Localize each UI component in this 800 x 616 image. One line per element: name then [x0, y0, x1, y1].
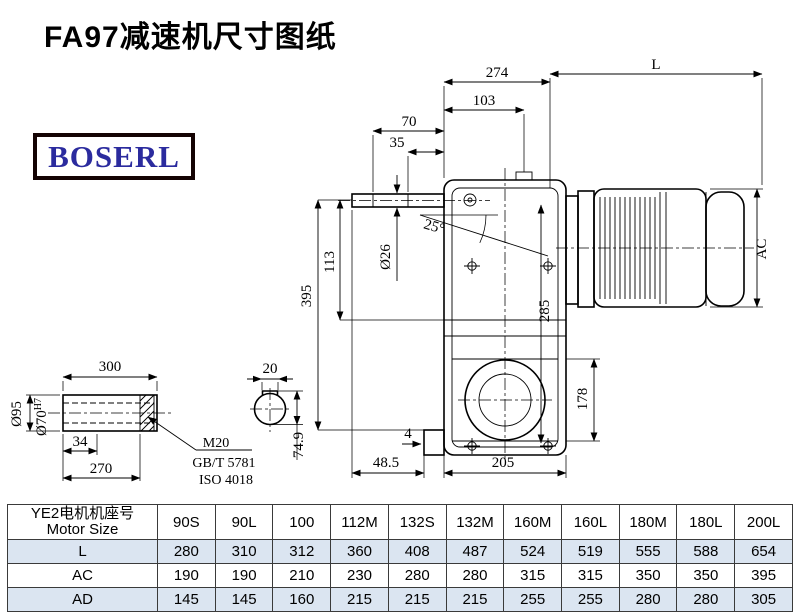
cell: 519	[561, 539, 620, 564]
dim-300-label: 300	[99, 359, 122, 375]
dim-285-label: 285	[537, 300, 553, 323]
motor-size-header-cn: YE2电机机座号	[30, 505, 135, 522]
cell: 360	[330, 539, 389, 564]
cell: 160	[272, 587, 332, 612]
keyway-section-view: 20 74.9	[247, 361, 307, 460]
cell: 255	[561, 587, 620, 612]
col-header: 160L	[561, 504, 620, 540]
row-label: AC	[7, 563, 158, 588]
dim-74-9-label: 74.9	[291, 432, 307, 458]
cell: 305	[734, 587, 793, 612]
dim-103-label: 103	[473, 93, 496, 109]
extension-lines	[318, 78, 763, 478]
centerlines	[338, 168, 754, 462]
std-iso-label: ISO 4018	[199, 473, 253, 488]
table-row-AC: AC 190 190 210 230 280 280 315 315 350 3…	[7, 563, 793, 588]
cell: 280	[676, 587, 736, 612]
dimension-table: YE2电机机座号 Motor Size 90S 90L 100 112M 132…	[7, 504, 793, 612]
dim-AC-label: AC	[754, 239, 770, 260]
col-header: 112M	[330, 504, 389, 540]
dim-205-label: 205	[492, 455, 515, 471]
col-header: 132M	[445, 504, 505, 540]
cell: 524	[503, 539, 563, 564]
dim-113-label: 113	[322, 251, 338, 273]
cell: 654	[734, 539, 793, 564]
row-label: AD	[7, 587, 158, 612]
motor-size-header: YE2电机机座号 Motor Size	[7, 504, 158, 540]
page-title: FA97减速机尺寸图纸	[44, 21, 337, 54]
dim-48-5-label: 48.5	[373, 455, 399, 471]
col-header: 160M	[503, 504, 563, 540]
dim-20-label: 20	[263, 361, 278, 377]
cell: 350	[618, 563, 678, 588]
cell: 280	[387, 563, 447, 588]
technical-drawing: 274 L 103 70 35 25° Ø26 113 395 285 178 …	[9, 57, 770, 488]
cell: 190	[157, 563, 216, 588]
table-header-row: YE2电机机座号 Motor Size 90S 90L 100 112M 132…	[7, 504, 793, 540]
dim-dia95-label: Ø95	[9, 401, 25, 427]
main-dimension-labels: 274 L 103 70 35 25° Ø26 113 395 285 178 …	[299, 57, 770, 471]
col-header: 200L	[734, 504, 793, 540]
cell: 215	[330, 587, 389, 612]
dimension-table-wrap: YE2电机机座号 Motor Size 90S 90L 100 112M 132…	[7, 504, 793, 612]
boserl-logo-text: BOSERL	[48, 138, 180, 174]
dim-4-label: 4	[404, 426, 412, 442]
cell: 588	[676, 539, 736, 564]
dim-178-label: 178	[575, 388, 591, 411]
cell: 280	[157, 539, 216, 564]
dim-270-label: 270	[90, 461, 113, 477]
cell: 215	[445, 587, 505, 612]
cell: 555	[618, 539, 678, 564]
cell: 280	[445, 563, 505, 588]
cell: 315	[561, 563, 620, 588]
row-label: L	[7, 539, 158, 564]
cell: 230	[330, 563, 389, 588]
dim-70-label: 70	[402, 114, 417, 130]
dim-34-label: 34	[73, 434, 89, 450]
cell: 310	[214, 539, 274, 564]
std-gbt-label: GB/T 5781	[192, 456, 255, 471]
col-header: 90S	[157, 504, 216, 540]
shaft-dimension-lines	[26, 373, 252, 482]
cell: 312	[272, 539, 332, 564]
dim-dia26-label: Ø26	[378, 244, 394, 270]
cell: 145	[157, 587, 216, 612]
angle-annotation	[419, 214, 549, 257]
boserl-logo: BOSERL	[33, 133, 195, 180]
table-row-L: L 280 310 312 360 408 487 524 519 555 58…	[7, 539, 793, 564]
table-row-AD: AD 145 145 160 215 215 215 255 255 280 2…	[7, 587, 793, 612]
dim-395-label: 395	[299, 285, 315, 308]
cell: 395	[734, 563, 793, 588]
dim-L-label: L	[651, 57, 660, 73]
cell: 350	[676, 563, 736, 588]
cell: 190	[214, 563, 274, 588]
key-dimension-lines	[247, 375, 301, 460]
thread-m20-label: M20	[203, 436, 229, 451]
cell: 487	[445, 539, 505, 564]
cell: 315	[503, 563, 563, 588]
col-header: 132S	[387, 504, 447, 540]
dim-dia70H7-label: Ø70H7	[33, 398, 50, 436]
col-header: 180L	[676, 504, 736, 540]
cell: 255	[503, 587, 563, 612]
cell: 408	[387, 539, 447, 564]
col-header: 180M	[618, 504, 678, 540]
bolt-hole-marks	[464, 258, 556, 454]
motor-size-header-en: Motor Size	[46, 521, 119, 538]
cell: 280	[618, 587, 678, 612]
cell: 210	[272, 563, 332, 588]
cell: 215	[387, 587, 447, 612]
shaft-detail-view: 300 Ø95 Ø70H7 34 270 M20 GB/T 5781 ISO 4…	[9, 359, 256, 488]
cell: 145	[214, 587, 274, 612]
col-header: 100	[272, 504, 332, 540]
dim-274-label: 274	[486, 65, 509, 81]
dim-25deg-label: 25°	[422, 217, 447, 238]
col-header: 90L	[214, 504, 274, 540]
dimension-lines	[314, 70, 763, 477]
dim-35-label: 35	[390, 135, 405, 151]
